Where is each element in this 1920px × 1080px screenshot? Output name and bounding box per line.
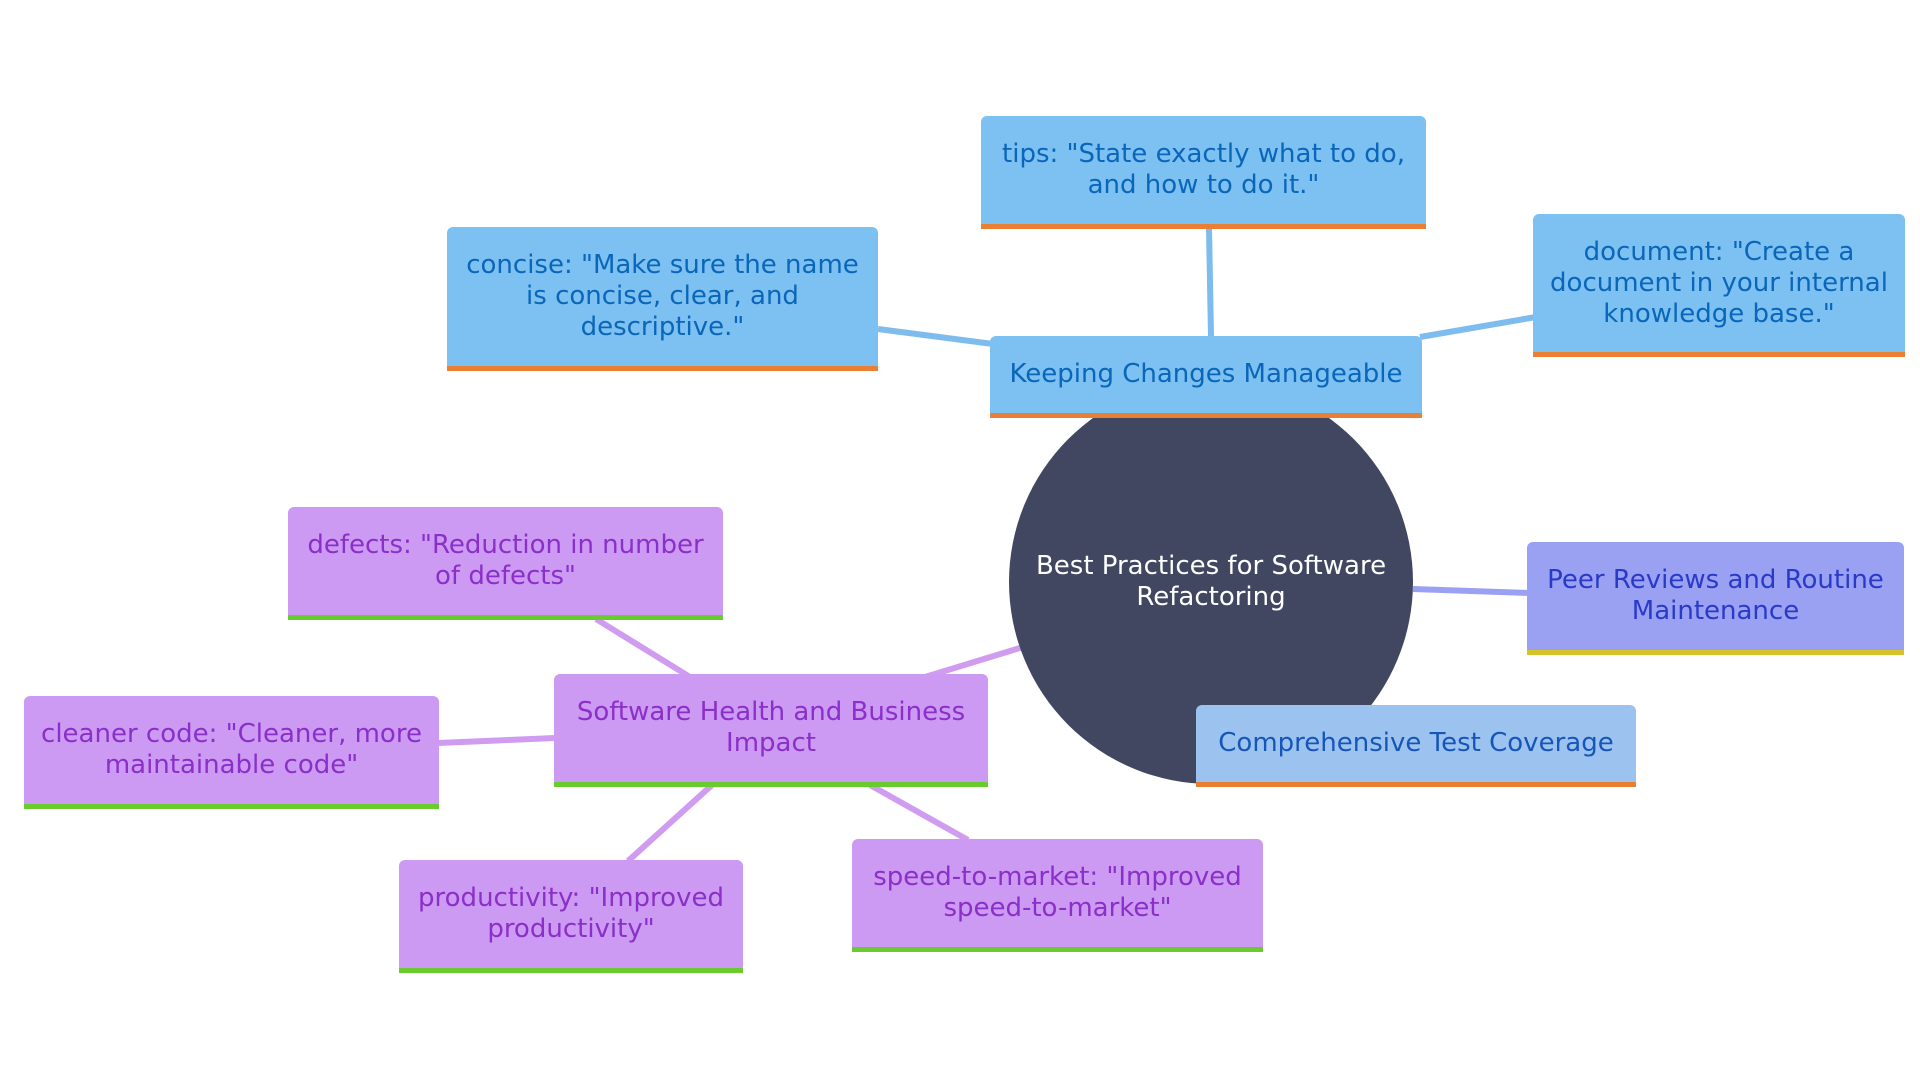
edge-health-speed (868, 782, 970, 843)
speed-to-market-label: speed-to-market: "Improved speed-to-mark… (873, 862, 1242, 923)
document-node[interactable]: document: "Create a document in your int… (1533, 214, 1905, 357)
speed-to-market-node[interactable]: speed-to-market: "Improved speed-to-mark… (852, 839, 1263, 952)
test-coverage-node[interactable]: Comprehensive Test Coverage (1196, 705, 1636, 787)
concise-label: concise: "Make sure the name is concise,… (466, 250, 859, 342)
tips-label: tips: "State exactly what to do, and how… (1002, 139, 1405, 200)
edge-health-cleaner-code (437, 735, 556, 746)
edge-keeping-concise (877, 326, 994, 347)
edge-health-defects (594, 616, 692, 680)
productivity-node[interactable]: productivity: "Improved productivity" (399, 860, 743, 973)
keeping-changes-label: Keeping Changes Manageable (1009, 359, 1403, 389)
defects-label: defects: "Reduction in number of defects… (307, 530, 704, 591)
root-label: Best Practices for Software Refactoring (1035, 551, 1387, 612)
software-health-node[interactable]: Software Health and Business Impact (554, 674, 988, 787)
edge-keeping-document (1419, 314, 1537, 340)
test-coverage-label: Comprehensive Test Coverage (1218, 728, 1614, 758)
peer-reviews-node[interactable]: Peer Reviews and Routine Maintenance (1527, 542, 1904, 655)
edge-root-software-health (924, 644, 1024, 680)
edge-root-peer-reviews (1412, 586, 1531, 596)
software-health-label: Software Health and Business Impact (576, 697, 966, 758)
cleaner-code-label: cleaner code: "Cleaner, more maintainabl… (41, 719, 422, 780)
defects-node[interactable]: defects: "Reduction in number of defects… (288, 507, 723, 620)
keeping-changes-node[interactable]: Keeping Changes Manageable (990, 336, 1422, 418)
document-label: document: "Create a document in your int… (1550, 236, 1888, 329)
edge-keeping-tips (1206, 227, 1214, 337)
peer-reviews-label: Peer Reviews and Routine Maintenance (1547, 565, 1884, 626)
edge-health-productivity (625, 782, 715, 864)
cleaner-code-node[interactable]: cleaner code: "Cleaner, more maintainabl… (24, 696, 439, 809)
productivity-label: productivity: "Improved productivity" (418, 883, 724, 944)
concise-node[interactable]: concise: "Make sure the name is concise,… (447, 227, 878, 371)
tips-node[interactable]: tips: "State exactly what to do, and how… (981, 116, 1426, 229)
